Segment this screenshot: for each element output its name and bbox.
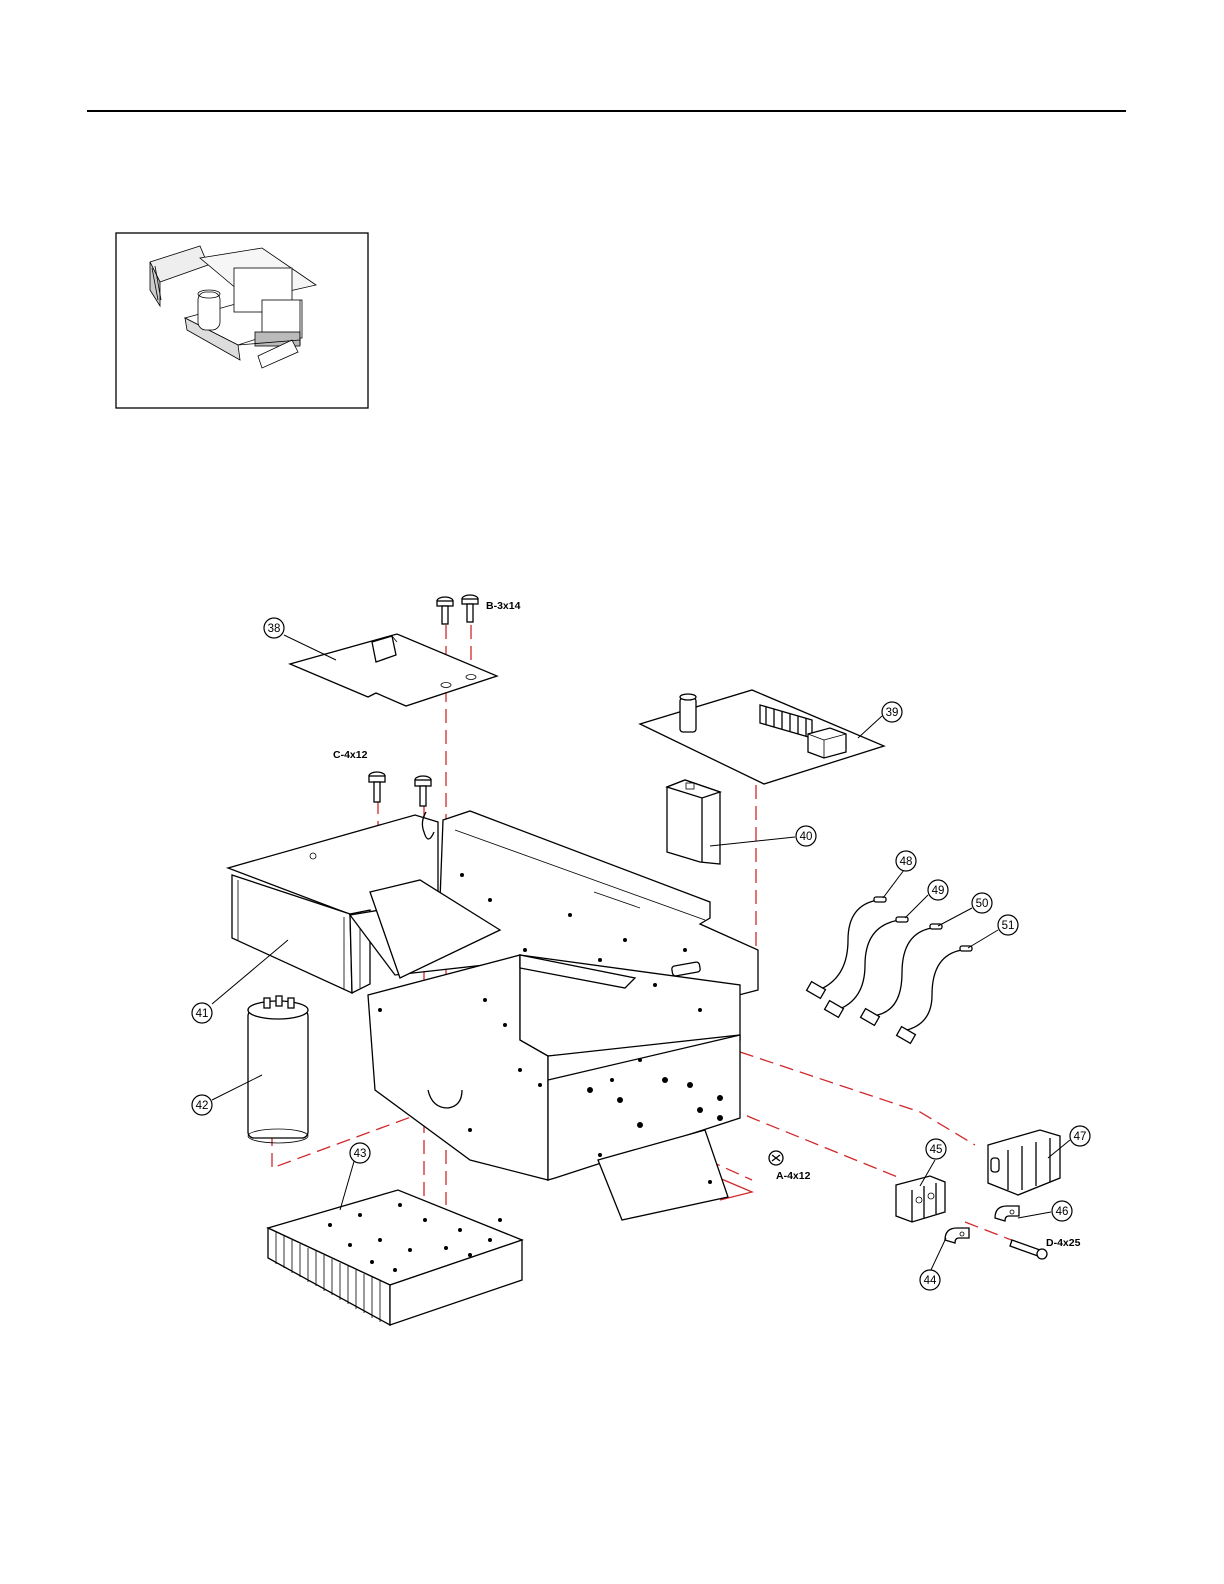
callout-50: 50 [972, 893, 992, 913]
part-46-cable-clamp [995, 1206, 1019, 1221]
callout-46: 46 [1052, 1201, 1072, 1221]
svg-text:41: 41 [196, 1008, 209, 1020]
svg-text:47: 47 [1074, 1131, 1087, 1143]
part-44-cable-clamp [945, 1228, 969, 1243]
svg-text:48: 48 [900, 856, 913, 868]
fastener-label-d: D-4x25 [1046, 1237, 1081, 1249]
screws-c-4x12 [369, 772, 431, 806]
callout-48: 48 [896, 851, 916, 871]
part-42-capacitor [248, 996, 308, 1143]
svg-text:49: 49 [932, 885, 945, 897]
callout-44: 44 [920, 1270, 940, 1290]
callout-43: 43 [350, 1143, 370, 1163]
fastener-label-c: C-4x12 [333, 749, 368, 761]
thumbnail-assembly-view [116, 233, 368, 408]
svg-text:38: 38 [268, 623, 281, 635]
screw-d-4x25 [1010, 1240, 1047, 1259]
part-43-heatsink [268, 1190, 522, 1325]
callout-49: 49 [928, 880, 948, 900]
svg-text:42: 42 [196, 1100, 209, 1112]
svg-text:44: 44 [924, 1275, 937, 1287]
svg-text:40: 40 [800, 831, 813, 843]
wire-harnesses [807, 897, 972, 1043]
callout-39: 39 [882, 702, 902, 722]
svg-text:51: 51 [1002, 920, 1015, 932]
svg-text:39: 39 [886, 707, 899, 719]
callout-41: 41 [192, 1003, 212, 1023]
screw-a-4x12 [769, 1151, 783, 1165]
part-38-pcb [290, 634, 497, 706]
part-45-terminal [896, 1176, 945, 1222]
part-39-relay-board [640, 690, 884, 784]
callout-40: 40 [796, 826, 816, 846]
svg-text:45: 45 [930, 1144, 943, 1156]
svg-text:50: 50 [976, 898, 989, 910]
part-40-block-component [667, 780, 720, 864]
screws-b-3x14 [437, 595, 478, 624]
part-47-terminal-block [988, 1130, 1060, 1195]
callout-51: 51 [998, 915, 1018, 935]
callout-42: 42 [192, 1095, 212, 1115]
svg-text:46: 46 [1056, 1206, 1069, 1218]
svg-text:43: 43 [354, 1148, 367, 1160]
callout-47: 47 [1070, 1126, 1090, 1146]
fastener-label-b: B-3x14 [486, 600, 521, 612]
callout-38: 38 [264, 618, 284, 638]
callout-45: 45 [926, 1139, 946, 1159]
fastener-label-a: A-4x12 [776, 1170, 811, 1182]
